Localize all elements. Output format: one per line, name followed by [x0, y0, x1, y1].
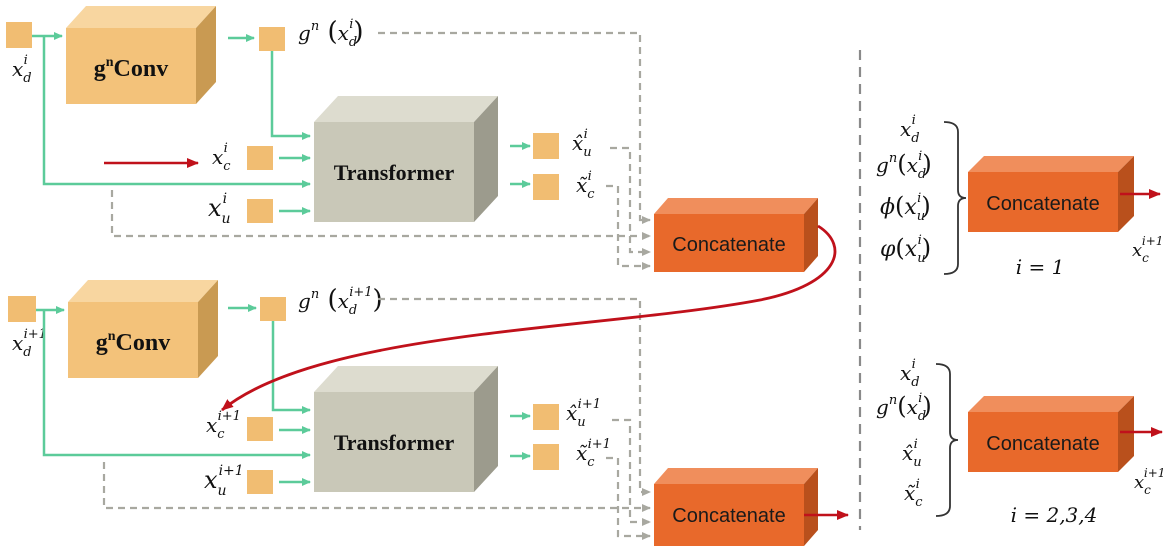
bottom-dashed-lines	[102, 297, 651, 540]
bottom-concat-box: Concatenate	[654, 468, 818, 546]
top-xc-square	[247, 146, 273, 170]
legend-top-item-3: φ(xui)	[880, 233, 931, 266]
legend-top-concat-box: Concatenate	[968, 156, 1134, 232]
bottom-gconv-out-square	[260, 297, 286, 321]
legend-bottom-condition: i = 2,3,4	[1011, 503, 1098, 527]
bottom-input-xd-label: xdi+1	[12, 327, 47, 360]
bottom-gconv-label: gnConv	[96, 329, 170, 356]
top-xu-square	[247, 199, 273, 223]
top-green-arrows	[32, 32, 531, 215]
legend-bottom-item-2: x̂ui	[902, 437, 922, 470]
legend-top-item-2: ϕ(xui)	[880, 191, 931, 224]
bottom-xu-label: xui+1	[204, 463, 244, 499]
top-transformer-label: Transformer	[334, 160, 455, 185]
top-out-c-square	[533, 174, 559, 200]
bottom-out-c-square	[533, 444, 559, 470]
top-concat-box: Concatenate	[654, 198, 818, 272]
legend-bottom-item-3: x̃ci	[904, 477, 923, 510]
bottom-transformer-box: Transformer	[314, 366, 498, 492]
legend-top-item-0: xdi	[900, 113, 920, 146]
bottom-xu-square	[247, 470, 273, 494]
bottom-xc-square	[247, 417, 273, 441]
bottom-green-arrows	[36, 304, 531, 486]
bottom-concat-label: Concatenate	[672, 505, 785, 527]
bottom-block: xdi+1 gnConv gn (xdi+1) Transformer xci+…	[8, 280, 849, 546]
bottom-out-u-square	[533, 404, 559, 430]
top-xc-label: xci	[212, 141, 231, 174]
top-concat-label: Concatenate	[672, 234, 785, 256]
bottom-xc-label: xci+1	[206, 409, 241, 442]
top-out-u-square	[533, 133, 559, 159]
legend-bottom-concat-box: Concatenate	[968, 396, 1134, 472]
top-gconv-label: gnConv	[94, 55, 168, 82]
top-xu-label: xui	[208, 191, 231, 227]
legend-bottom-item-0: xdi	[900, 357, 920, 390]
legend-top-condition: i = 1	[1016, 255, 1065, 279]
top-input-xd-square	[6, 22, 32, 48]
bottom-transformer-label: Transformer	[334, 430, 455, 455]
legend-top-item-1: gn(xdi)	[876, 149, 932, 182]
bottom-input-xd-square	[8, 296, 36, 322]
legend-bottom-concat-label: Concatenate	[986, 433, 1099, 455]
legend-bottom: xdi gn(xdi) x̂ui x̃ci Concatenate xci+1 …	[876, 357, 1165, 527]
bottom-gconv-out-label: gn (xdi+1)	[298, 285, 383, 318]
legend-top: xdi gn(xdi) ϕ(xui) φ(xui) Concatenate xc…	[876, 113, 1163, 279]
top-gconv-out-square	[259, 27, 285, 51]
top-block: xdi gnConv gn (xdi) Transformer xci xui …	[6, 6, 818, 272]
top-out-c-label: x̃ci	[576, 169, 595, 202]
bottom-gconv-box: gnConv	[68, 280, 218, 378]
bottom-out-c-label: x̃ci+1	[576, 437, 611, 470]
top-gconv-box: gnConv	[66, 6, 216, 104]
top-input-xd-label: xdi	[12, 53, 32, 86]
top-transformer-box: Transformer	[314, 96, 498, 222]
top-out-u-label: x̂ui	[572, 127, 592, 160]
recurrent-red-arrow	[221, 224, 837, 412]
legend-top-concat-label: Concatenate	[986, 193, 1099, 215]
legend-bottom-item-1: gn(xdi)	[876, 391, 932, 424]
top-gconv-out-label: gn (xdi)	[298, 17, 364, 50]
top-dashed-lines	[110, 31, 651, 270]
legend-bottom-output-label: xci+1	[1134, 466, 1165, 497]
legend-bottom-brace	[935, 363, 959, 517]
bottom-out-u-label: x̂ui+1	[566, 397, 601, 430]
legend-top-brace	[943, 121, 967, 275]
legend-top-output-label: xci+1	[1132, 234, 1163, 265]
